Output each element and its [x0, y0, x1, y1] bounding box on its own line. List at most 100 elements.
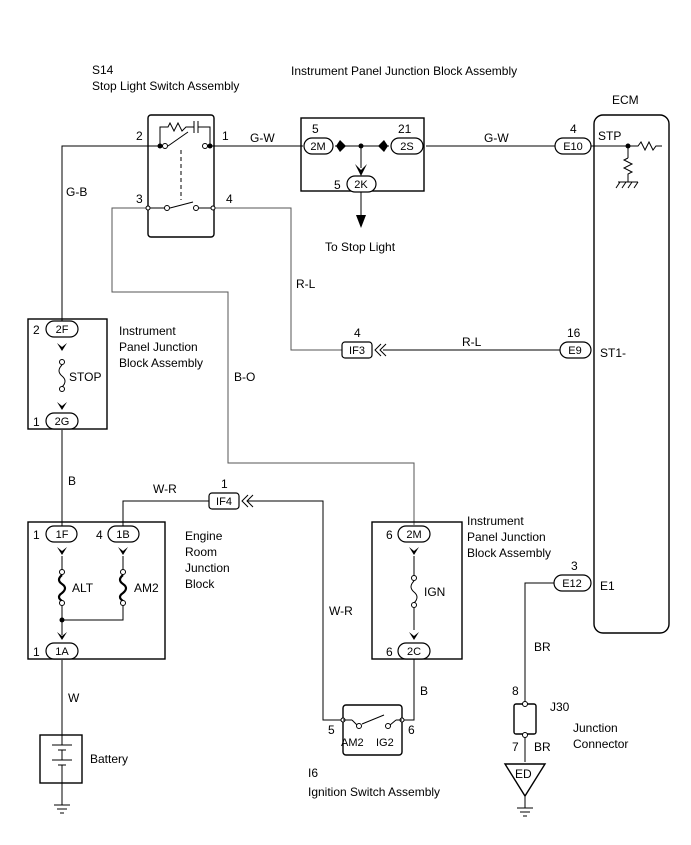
i6-pin-6: 6 — [408, 723, 415, 737]
ipjb-left-name-2: Panel Junction — [119, 340, 198, 354]
to-stop-light-label: To Stop Light — [325, 240, 396, 254]
fuse-stop: STOP — [69, 370, 101, 384]
wire-w-r-right — [247, 500, 343, 721]
c1a-pin-1: 1 — [33, 645, 40, 659]
wire-label-g-b: G-B — [66, 185, 87, 199]
j30-name-2: Connector — [573, 737, 628, 751]
wire-b-right — [402, 657, 415, 721]
connector-2s: 2S — [400, 141, 413, 153]
c2m-pin-6: 6 — [386, 528, 393, 542]
wire-label-b-o: B-O — [234, 370, 255, 384]
terminal-e1: E1 — [600, 579, 615, 593]
terminal-stp: STP — [598, 129, 621, 143]
ground-ed-triangle — [503, 763, 547, 798]
battery-label: Battery — [90, 752, 128, 766]
battery: Battery — [39, 734, 128, 814]
fuse-alt: ALT — [72, 581, 94, 595]
engine-room-jb: 1F 1 1B 4 ALT AM2 1A 1 Engine Room Junct… — [27, 521, 230, 660]
ipjb-right-name-2: Panel Junction — [467, 530, 546, 544]
ground-ed-label: ED — [515, 767, 532, 781]
ipjb-top-name: Instrument Panel Junction Block Assembly — [291, 64, 517, 78]
connector-if4-group: IF4 1 — [208, 477, 254, 510]
s14-pin-2: 2 — [136, 129, 143, 143]
j30-pin-7: 7 — [512, 740, 519, 754]
connector-1f: 1F — [56, 529, 69, 541]
connector-if3-group: IF3 4 — [341, 326, 387, 359]
c2c-pin-6: 6 — [386, 645, 393, 659]
ipjb-left-name-1: Instrument — [119, 324, 176, 338]
j30-id: J30 — [550, 700, 570, 714]
connector-e9: E9 — [568, 345, 581, 357]
ecm-pin-3: 3 — [571, 559, 578, 573]
wires — [61, 145, 560, 762]
connector-if3: IF3 — [349, 345, 365, 357]
c1b-pin-4: 4 — [96, 528, 103, 542]
s14-pin-1: 1 — [222, 129, 229, 143]
i6-id: I6 — [308, 766, 318, 780]
ipjb-left: 2F 2 2G 1 STOP Instrument Panel Junction… — [27, 318, 203, 430]
arrow-down-icon — [356, 215, 366, 228]
fuse-ign: IGN — [424, 585, 445, 599]
wire-label-b-1: B — [68, 474, 76, 488]
ecm-pin-16: 16 — [567, 326, 581, 340]
wire-label-r-l-1: R-L — [296, 277, 316, 291]
connector-e12: E12 — [562, 578, 582, 590]
wire-label-g-w-2: G-W — [484, 131, 509, 145]
wire-w-r-left — [122, 500, 209, 528]
terminal-st1: ST1- — [600, 346, 626, 360]
wire-label-br-2: BR — [534, 740, 551, 754]
ipjb-top: 2M 2S 2K 5 21 5 Instrument Panel Junctio… — [291, 64, 517, 254]
jb-pin-5b: 5 — [334, 178, 341, 192]
wire-label-g-w-1: G-W — [250, 131, 275, 145]
c2f-pin-2: 2 — [33, 323, 40, 337]
i6-pin-5: 5 — [328, 723, 335, 737]
if4-pin-1: 1 — [221, 477, 228, 491]
erjb-name-1: Engine — [185, 529, 223, 543]
wire-label-br-1: BR — [534, 640, 551, 654]
stop-light-switch-box — [147, 114, 215, 238]
erjb-name-4: Block — [185, 577, 215, 591]
fuse-am2: AM2 — [134, 581, 159, 595]
wire-label-w-r-1: W-R — [153, 482, 177, 496]
ignition-switch: AM2 IG2 5 6 I6 Ignition Switch Assembly — [308, 704, 440, 799]
ecm-box — [593, 114, 670, 634]
wire-label-r-l-2: R-L — [462, 335, 482, 349]
connector-2g: 2G — [55, 416, 70, 428]
connector-1b: 1B — [116, 529, 129, 541]
connector-if4: IF4 — [216, 496, 232, 508]
contact-am2: AM2 — [341, 737, 364, 749]
stop-light-switch: 2 1 3 4 S14 Stop Light Switch Assembly — [92, 63, 239, 238]
connector-2m-top: 2M — [310, 141, 325, 153]
connector-2c: 2C — [407, 646, 421, 658]
wire-label-w: W — [68, 691, 80, 705]
s14-name: Stop Light Switch Assembly — [92, 79, 239, 93]
connector-1a: 1A — [55, 646, 69, 658]
contact-ig2: IG2 — [376, 737, 394, 749]
connector-e10: E10 — [563, 141, 583, 153]
battery-box — [39, 734, 83, 784]
ecm-label: ECM — [612, 93, 639, 107]
s14-id: S14 — [92, 63, 114, 77]
jb-pin-21: 21 — [398, 122, 412, 136]
ignition-switch-box — [342, 704, 403, 756]
wire-color-labels: G-W G-W G-B R-L R-L B-O B W-R W-R W B BR… — [66, 131, 551, 754]
ipjb-left-name-3: Block Assembly — [119, 356, 203, 370]
i6-name: Ignition Switch Assembly — [308, 785, 440, 799]
if3-pin-4: 4 — [354, 326, 361, 340]
wire-label-w-r-2: W-R — [329, 604, 353, 618]
junction-connector: 8 7 J30 Junction Connector ED — [503, 684, 628, 817]
connector-2k: 2K — [354, 179, 368, 191]
wire-b-o — [111, 207, 415, 525]
wire-r-l — [213, 207, 342, 351]
ipjb-right: 2M 6 2C 6 IGN Instrument Panel Junction … — [371, 514, 551, 660]
c2g-pin-1: 1 — [33, 415, 40, 429]
s14-pin-4: 4 — [226, 192, 233, 206]
wire-label-b-2: B — [420, 684, 428, 698]
ecm: ECM E10 4 STP E9 16 ST1- E12 3 E1 — [553, 93, 670, 634]
connector-2f: 2F — [56, 324, 69, 336]
jb-pin-5: 5 — [312, 122, 319, 136]
ecm-pin-4: 4 — [570, 122, 577, 136]
connector-2m-right: 2M — [406, 529, 421, 541]
j30-pin-8: 8 — [512, 684, 519, 698]
